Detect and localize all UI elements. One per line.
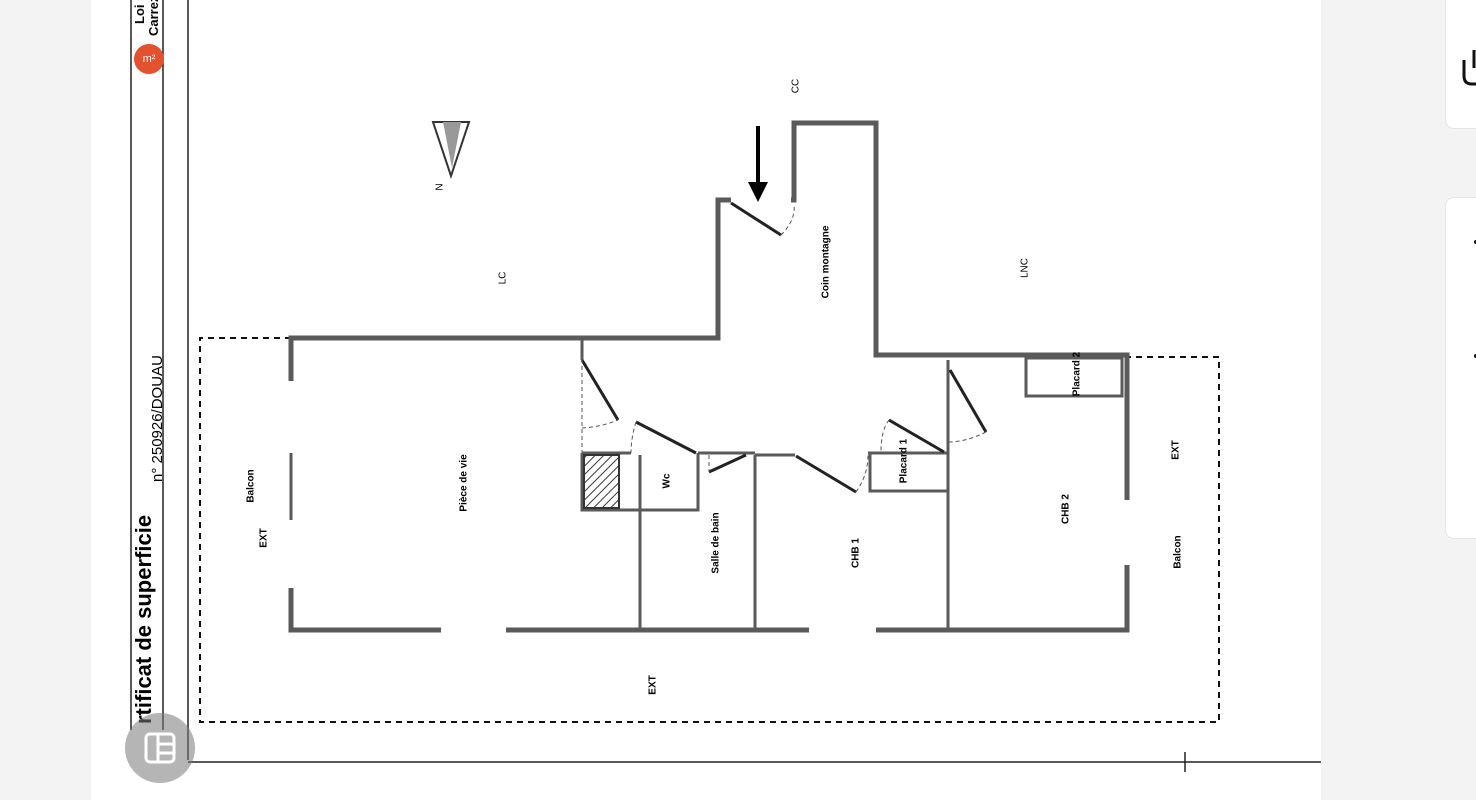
share-icon[interactable] [1460,40,1476,100]
label-coin-montagne: Coin montagne [820,225,832,299]
label-chb2: CHB 2 [1060,493,1072,525]
document-page: rtificat de superficie n° 250926/DOUAU L… [91,0,1321,800]
label-lnc: LNC [1019,257,1031,279]
brand-line-2: Carrez [146,0,161,36]
label-ext-bottom: EXT [647,675,659,695]
entrance-arrow [748,126,768,202]
logo-badge-text: m² [142,53,156,65]
gallery-button[interactable] [125,713,195,783]
label-balcon-right: Balcon [1172,535,1184,569]
loi-carrez-logo: m² [134,44,164,74]
side-panel-card-top[interactable] [1446,0,1476,128]
label-wc: Wc [661,473,673,489]
label-ext-left: EXT [258,528,270,548]
label-chb1: CHB 1 [850,537,862,569]
menu-dots-icon[interactable] [1468,228,1476,378]
label-balcon-left: Balcon [245,469,257,503]
compass-icon [431,121,471,180]
gallery-icon [144,732,176,764]
label-placard2: Placard 2 [1071,351,1083,397]
brand-line-1: Loi [132,4,147,25]
side-panel-card-bottom[interactable] [1446,198,1476,538]
compass-label: N [434,183,446,191]
label-cc: CC [790,78,802,94]
label-ext-right: EXT [1170,440,1182,460]
label-salle-de-bain: Salle de bain [710,512,722,574]
label-placard1: Placard 1 [898,438,910,484]
label-lc: LC [497,271,509,285]
label-piece-de-vie: Pièce de vie [458,454,470,512]
floor-plan [130,0,1321,772]
certificate-reference: n° 250926/DOUAU [149,355,166,482]
certificate-title: rtificat de superficie [131,514,156,724]
